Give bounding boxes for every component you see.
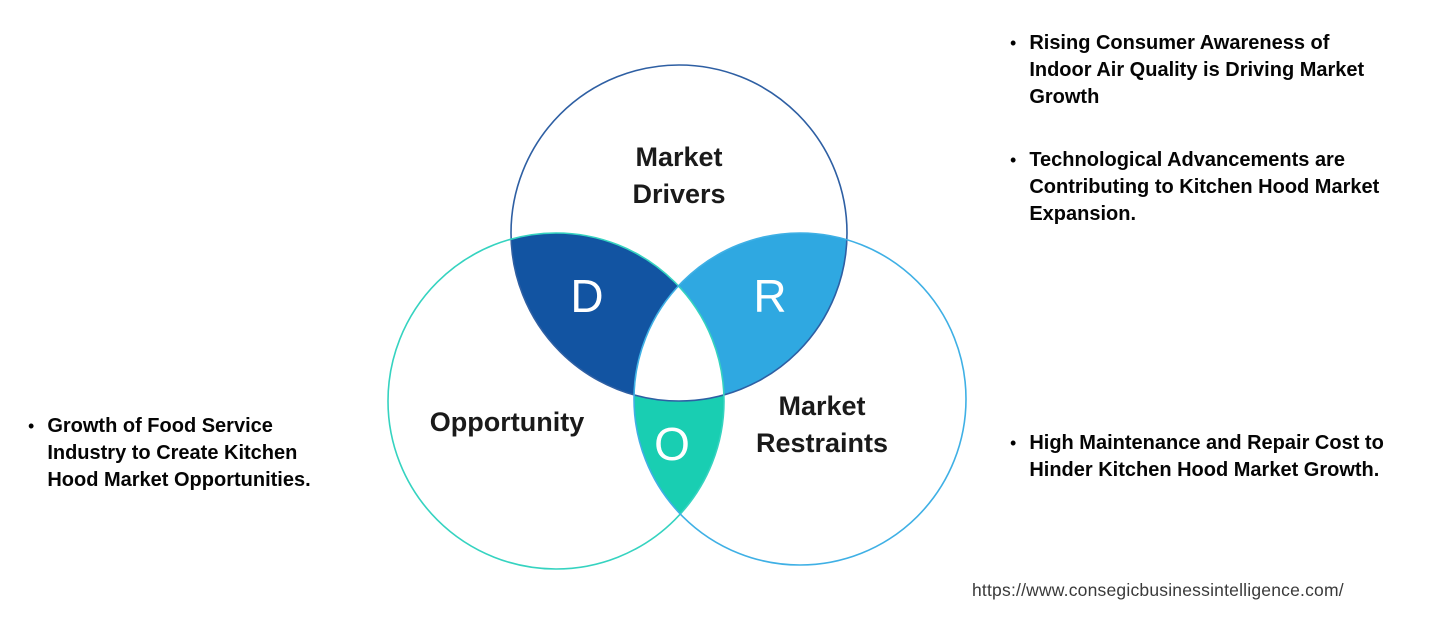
drivers-note-2: Technological Advancements are Contribut…: [1029, 149, 1380, 225]
opportunity-label: Opportunity: [430, 407, 584, 437]
restraints-label-line2: Restraints: [756, 428, 888, 458]
restraints-notes: • High Maintenance and Repair Cost to Hi…: [1010, 430, 1450, 484]
letter-d: D: [570, 270, 603, 322]
drivers-label-line2: Drivers: [632, 179, 725, 209]
list-item: • Growth of Food Service Industry to Cre…: [28, 413, 358, 494]
source-url: https://www.consegicbusinessintelligence…: [972, 580, 1344, 600]
drivers-note-1: Rising Consumer Awareness of Indoor Air …: [1029, 32, 1365, 108]
bullet-icon: •: [28, 416, 35, 436]
opportunity-circle: [387, 232, 725, 570]
letter-o: O: [654, 418, 690, 470]
drivers-circle: [510, 64, 848, 402]
opportunity-note-1: Growth of Food Service Industry to Creat…: [47, 415, 311, 491]
restraints-circle: [633, 232, 967, 566]
opportunity-notes: • Growth of Food Service Industry to Cre…: [28, 413, 358, 494]
letter-r: R: [753, 270, 786, 322]
list-item: • Rising Consumer Awareness of Indoor Ai…: [1010, 30, 1430, 111]
bullet-icon: •: [1010, 33, 1017, 53]
drivers-opportunity-overlap: [511, 233, 724, 401]
drivers-restraints-overlap: [634, 233, 847, 401]
bullet-icon: •: [1010, 433, 1017, 453]
bullet-icon: •: [1010, 150, 1017, 170]
restraints-label-line1: Market: [778, 391, 865, 421]
drivers-label-line1: Market: [635, 142, 722, 172]
list-item: • High Maintenance and Repair Cost to Hi…: [1010, 430, 1450, 484]
drivers-notes: • Rising Consumer Awareness of Indoor Ai…: [1010, 30, 1430, 228]
list-item: • Technological Advancements are Contrib…: [1010, 147, 1430, 228]
restraints-note-1: High Maintenance and Repair Cost to Hind…: [1029, 432, 1384, 481]
